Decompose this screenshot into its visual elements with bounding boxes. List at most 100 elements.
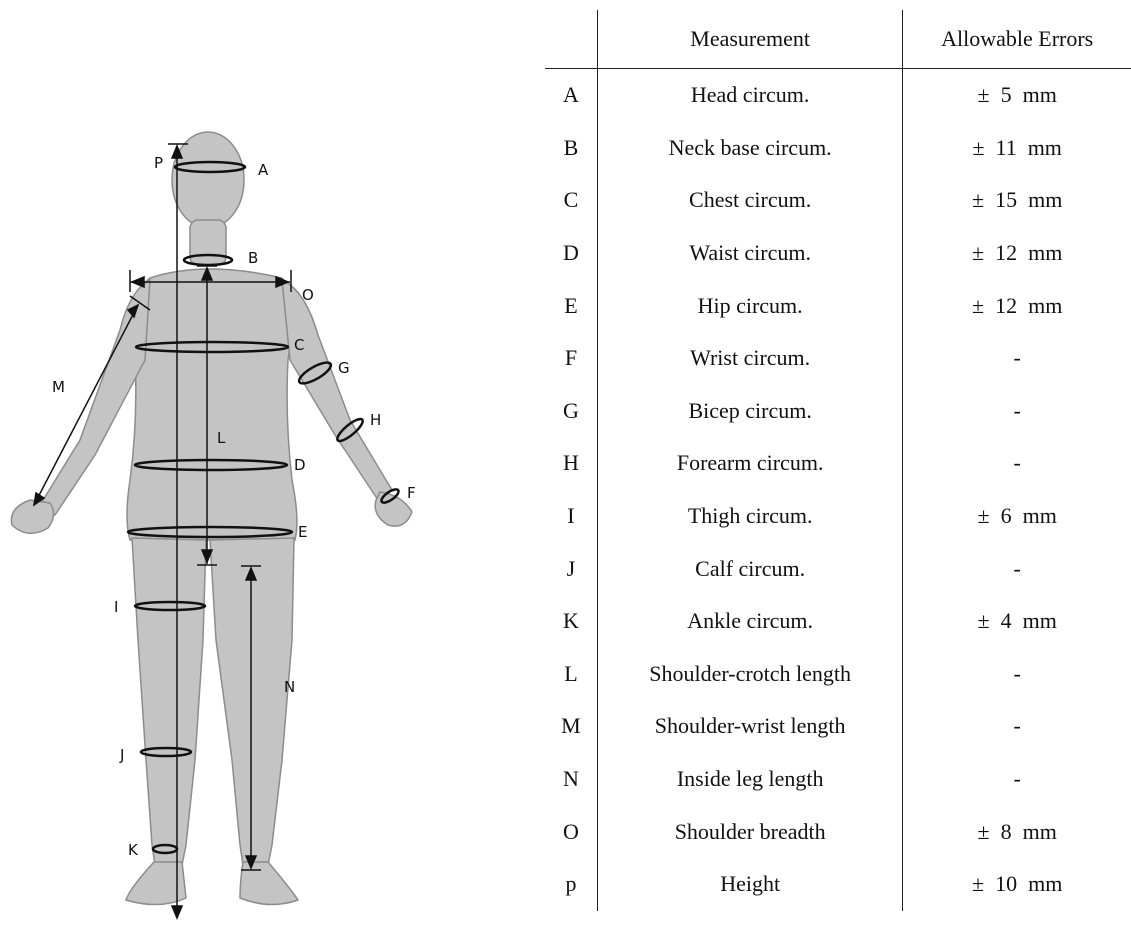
label-e: E [298, 523, 307, 541]
right-leg-shape [210, 538, 294, 865]
row-id: K [545, 595, 597, 648]
label-p: P [154, 154, 163, 172]
row-error: - [903, 700, 1131, 753]
label-c: C [294, 336, 304, 354]
row-measurement: Shoulder-wrist length [597, 700, 902, 753]
label-a: A [258, 161, 269, 179]
label-g: G [338, 359, 350, 377]
left-leg-shape [132, 538, 206, 865]
row-error: ± 8 mm [903, 805, 1131, 858]
torso-shape [127, 269, 297, 540]
right-foot-shape [240, 862, 298, 905]
label-f: F [407, 484, 416, 502]
row-error: - [903, 542, 1131, 595]
label-d: D [294, 456, 306, 474]
row-measurement: Calf circum. [597, 542, 902, 595]
table-row: OShoulder breadth± 8 mm [545, 805, 1131, 858]
row-measurement: Forearm circum. [597, 437, 902, 490]
row-measurement: Neck base circum. [597, 122, 902, 175]
row-measurement: Hip circum. [597, 279, 902, 332]
row-id: C [545, 174, 597, 227]
body-measurement-figure: A B C D E F G H I J K L M N O P [0, 120, 440, 920]
row-error: - [903, 437, 1131, 490]
row-id: B [545, 122, 597, 175]
row-error: - [903, 648, 1131, 701]
row-measurement: Shoulder breadth [597, 805, 902, 858]
row-id: F [545, 332, 597, 385]
row-id: I [545, 490, 597, 543]
row-error: ± 5 mm [903, 69, 1131, 122]
label-o: O [302, 286, 314, 304]
neck-shape [190, 220, 226, 265]
row-measurement: Shoulder-crotch length [597, 648, 902, 701]
row-error: - [903, 753, 1131, 806]
row-id: J [545, 542, 597, 595]
row-id: D [545, 227, 597, 280]
header-allowable-errors: Allowable Errors [903, 10, 1131, 69]
label-i: I [114, 598, 118, 616]
row-id: L [545, 648, 597, 701]
label-l: L [217, 429, 226, 447]
table-row: KAnkle circum.± 4 mm [545, 595, 1131, 648]
label-k: K [128, 841, 139, 859]
table-row: AHead circum.± 5 mm [545, 69, 1131, 122]
row-error: ± 15 mm [903, 174, 1131, 227]
height-bottom-arrow [172, 906, 182, 918]
table-row: CChest circum.± 15 mm [545, 174, 1131, 227]
row-measurement: Inside leg length [597, 753, 902, 806]
row-measurement: Ankle circum. [597, 595, 902, 648]
row-error: ± 6 mm [903, 490, 1131, 543]
row-error: ± 10 mm [903, 858, 1131, 911]
row-id: N [545, 753, 597, 806]
header-id [545, 10, 597, 69]
row-id: A [545, 69, 597, 122]
row-id: M [545, 700, 597, 753]
row-id: O [545, 805, 597, 858]
row-id: G [545, 385, 597, 438]
row-measurement: Wrist circum. [597, 332, 902, 385]
row-id: H [545, 437, 597, 490]
label-n: N [284, 678, 295, 696]
row-measurement: Chest circum. [597, 174, 902, 227]
table-row: BNeck base circum.± 11 mm [545, 122, 1131, 175]
body-silhouette [11, 132, 412, 905]
row-error: - [903, 385, 1131, 438]
row-id: E [545, 279, 597, 332]
row-measurement: Thigh circum. [597, 490, 902, 543]
row-error: ± 12 mm [903, 279, 1131, 332]
row-measurement: Waist circum. [597, 227, 902, 280]
header-measurement: Measurement [597, 10, 902, 69]
row-measurement: Head circum. [597, 69, 902, 122]
head-shape [172, 132, 244, 228]
label-j: J [119, 746, 124, 764]
row-measurement: Bicep circum. [597, 385, 902, 438]
row-error: ± 4 mm [903, 595, 1131, 648]
left-hand-shape [11, 500, 53, 533]
table-row: NInside leg length- [545, 753, 1131, 806]
row-measurement: Height [597, 858, 902, 911]
shoulder-left-arrow [132, 277, 144, 287]
row-error: ± 12 mm [903, 227, 1131, 280]
row-id: p [545, 858, 597, 911]
table-header-row: Measurement Allowable Errors [545, 10, 1131, 69]
label-m: M [52, 378, 65, 396]
row-error: ± 11 mm [903, 122, 1131, 175]
label-b: B [248, 249, 258, 267]
row-error: - [903, 332, 1131, 385]
label-h: H [370, 411, 381, 429]
line-shoulder-wrist [34, 305, 138, 505]
body-diagram: A B C D E F G H I J K L M N O P [0, 120, 440, 920]
